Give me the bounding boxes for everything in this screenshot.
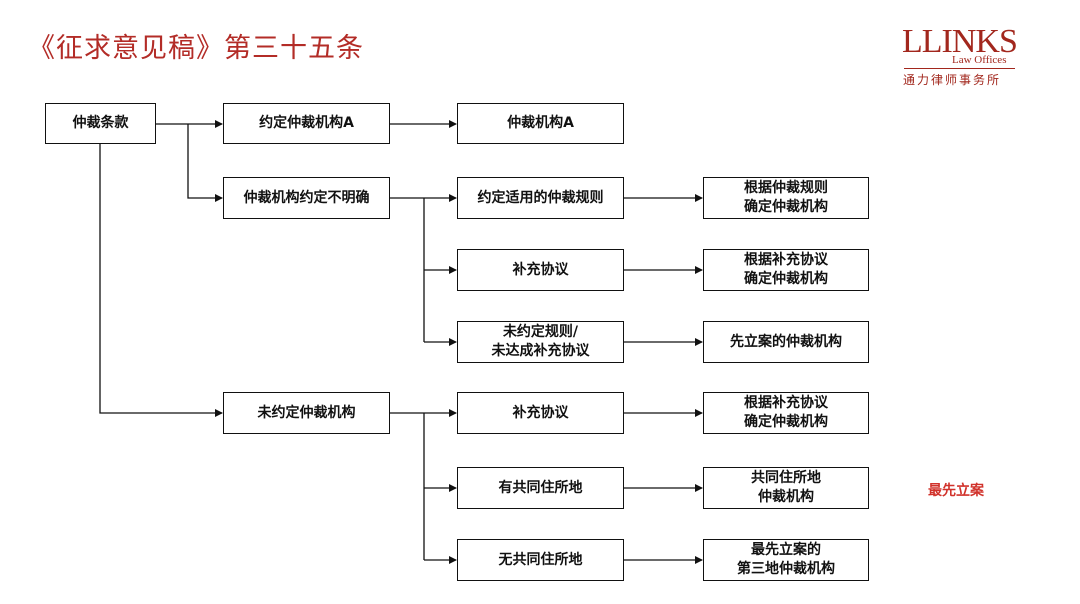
line-root-to-none [99,143,223,417]
node-no-institution: 未约定仲裁机构 [223,392,390,434]
node-no-common-domicile: 无共同住所地 [457,539,624,581]
node-label: 根据补充协议 确定仲裁机构 [744,395,828,430]
node-label: 约定适用的仲裁规则 [477,189,604,206]
node-unclear-supplementary-result: 根据补充协议 确定仲裁机构 [703,249,869,291]
node-label: 无共同住所地 [498,551,583,568]
company-logo: LLINKS Law Offices 通力律师事务所 [880,18,1022,96]
node-no-common-domicile-result: 最先立案的 第三地仲裁机构 [703,539,869,581]
node-label: 仲裁机构约定不明确 [243,189,370,206]
node-arbitration-clause: 仲裁条款 [45,103,156,144]
node-rules-result: 根据仲裁规则 确定仲裁机构 [703,177,869,219]
node-none-supplementary-result: 根据补充协议 确定仲裁机构 [703,392,869,434]
node-label: 有共同住所地 [498,479,583,496]
node-label: 未约定仲裁机构 [257,404,356,421]
node-label: 补充协议 [512,261,569,278]
node-label: 仲裁条款 [72,115,129,131]
logo-wordmark: LLINKS [902,23,1018,60]
node-none-supplementary: 补充协议 [457,392,624,434]
node-label: 约定仲裁机构A [259,115,354,131]
first-filed-note: 最先立案 [928,483,984,499]
node-common-domicile: 有共同住所地 [457,467,624,509]
node-label: 未约定规则/ 未达成补充协议 [491,324,590,359]
logo-divider [904,68,1015,69]
line-root-to-unclear [187,124,223,202]
node-label: 最先立案的 第三地仲裁机构 [737,542,835,577]
logo-subtitle: Law Offices [952,54,1007,66]
node-label: 共同住所地 仲裁机构 [751,470,821,505]
node-label: 根据仲裁规则 确定仲裁机构 [744,180,828,215]
node-common-domicile-result: 共同住所地 仲裁机构 [703,467,869,509]
node-first-filed-institution: 先立案的仲裁机构 [703,321,869,363]
node-agreed-institution: 约定仲裁机构A [223,103,390,144]
logo-chinese-name: 通力律师事务所 [903,73,1002,87]
node-unclear-supplementary: 补充协议 [457,249,624,291]
node-no-rules-no-agreement: 未约定规则/ 未达成补充协议 [457,321,624,363]
node-label: 仲裁机构A [507,115,574,131]
node-label: 根据补充协议 确定仲裁机构 [744,252,828,287]
node-agreed-rules: 约定适用的仲裁规则 [457,177,624,219]
node-unclear-institution: 仲裁机构约定不明确 [223,177,390,219]
node-label: 先立案的仲裁机构 [730,333,842,350]
node-label: 补充协议 [512,404,569,421]
page-title: 《征求意见稿》第三十五条 [28,33,364,64]
node-institution-a: 仲裁机构A [457,103,624,144]
